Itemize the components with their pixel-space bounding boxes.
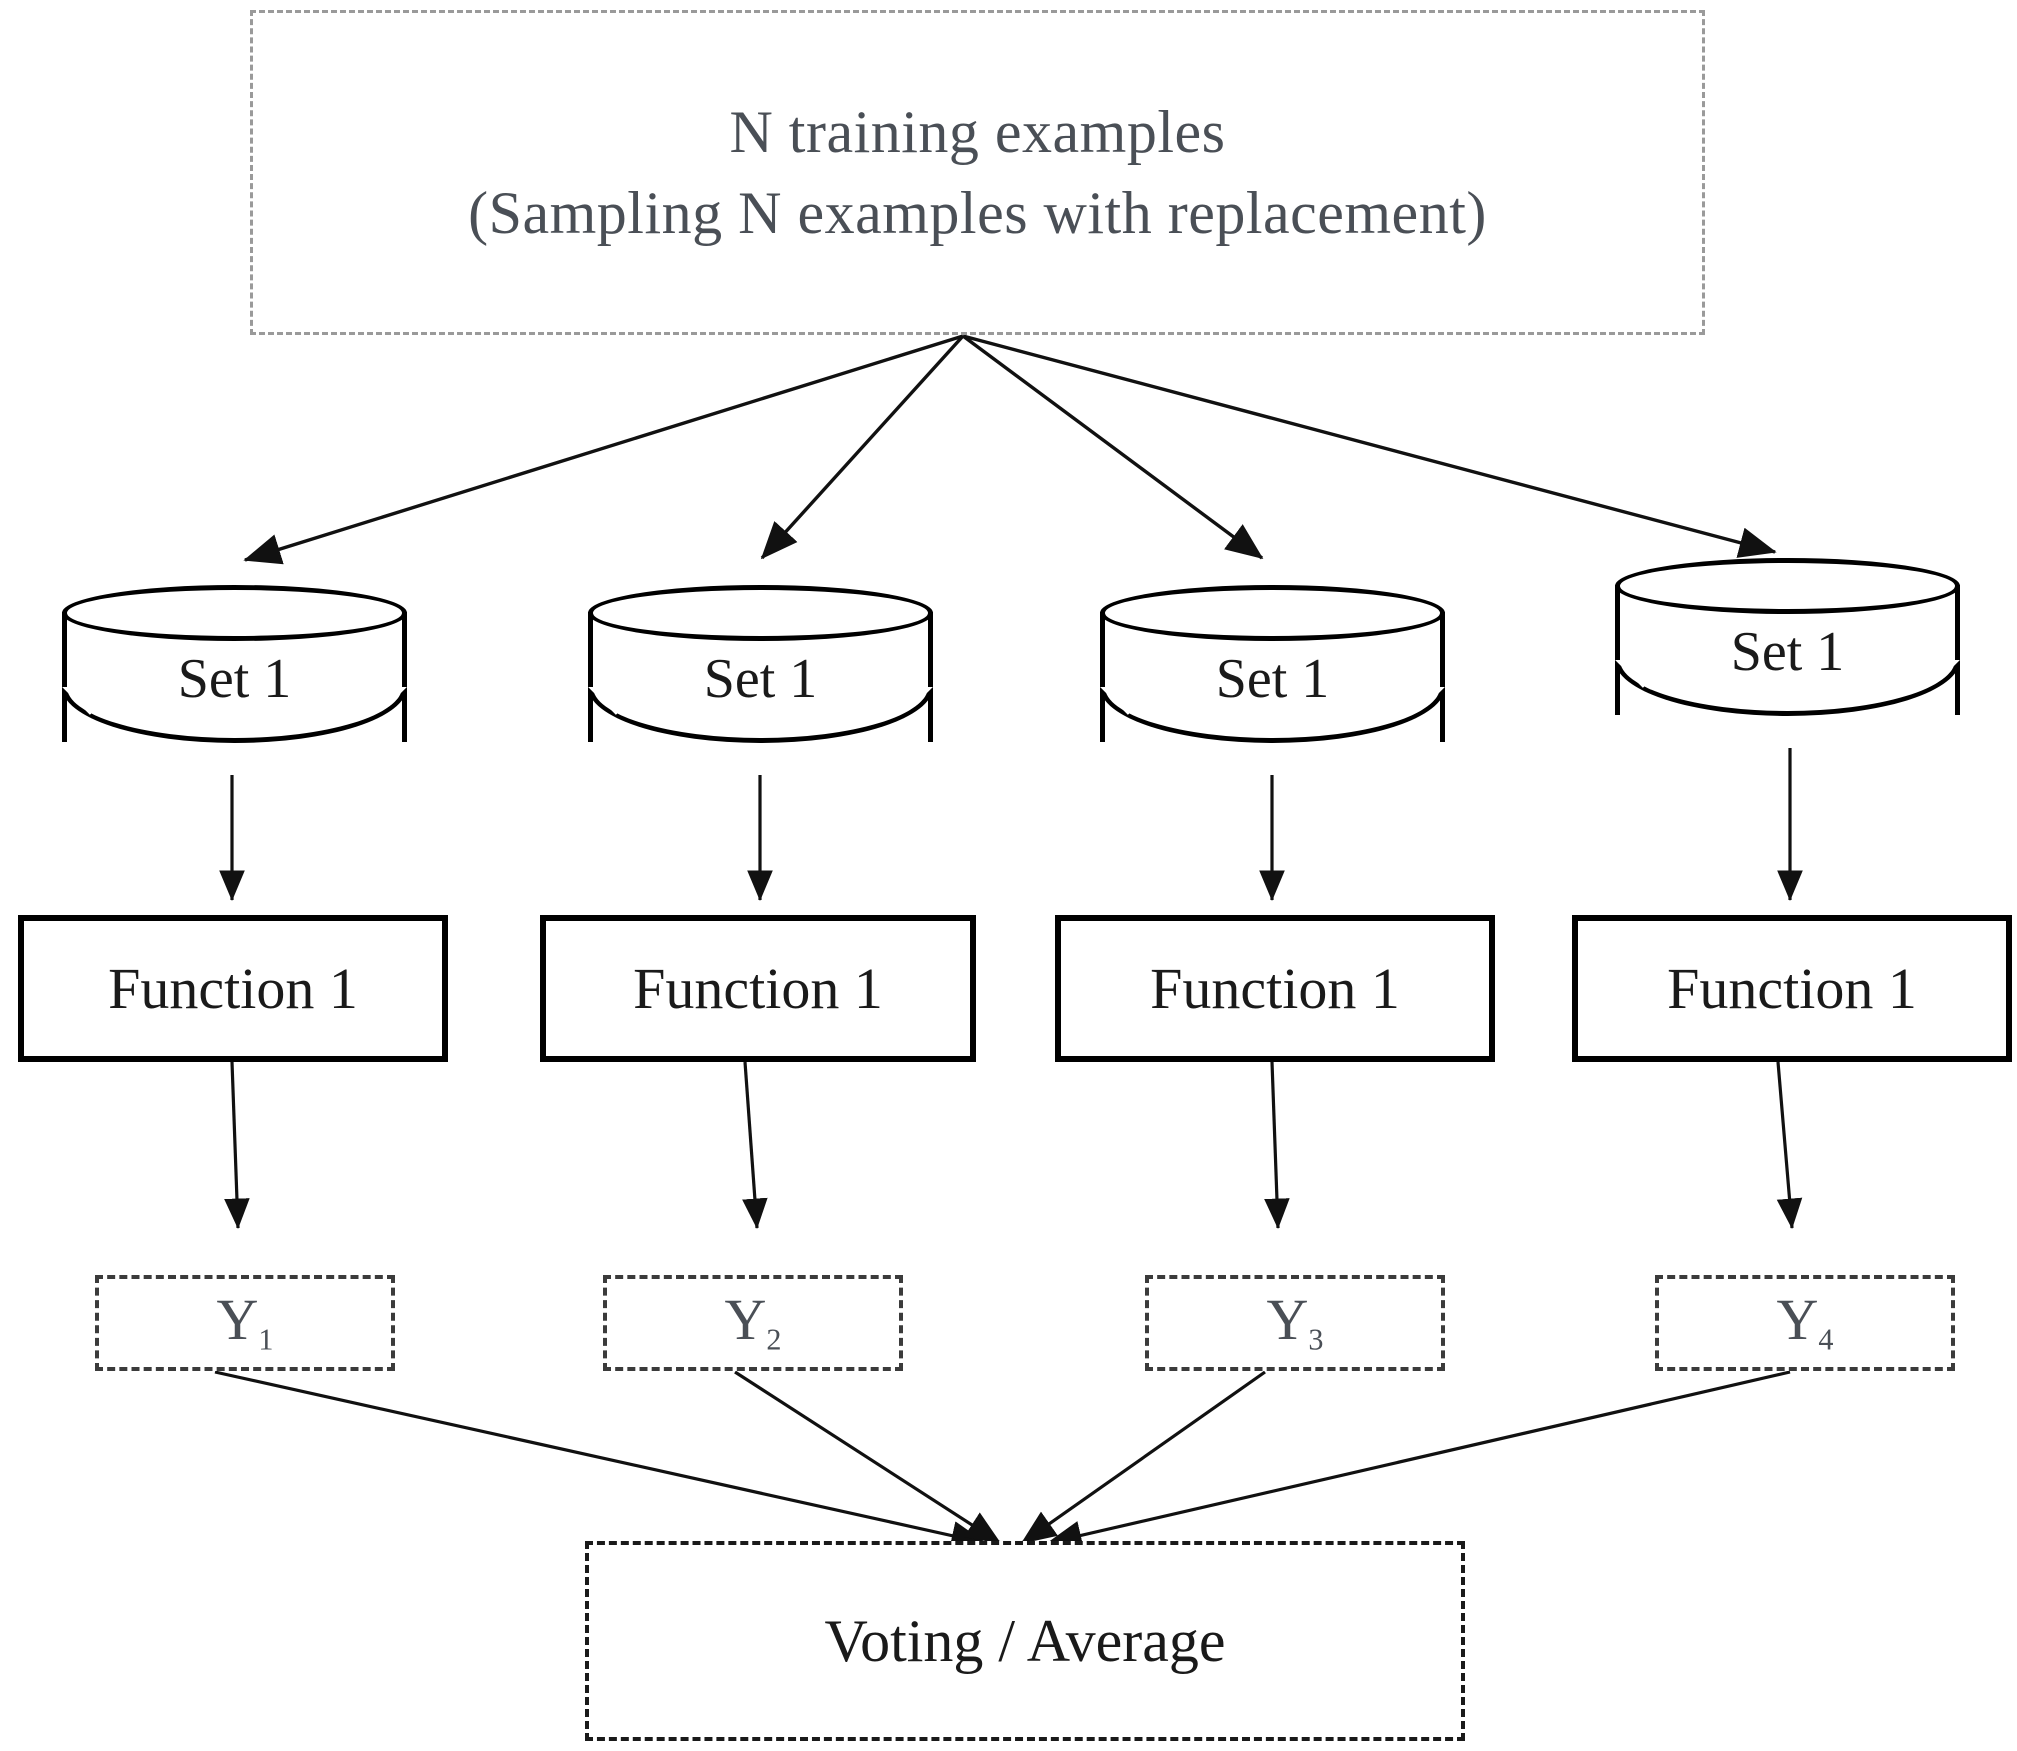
output-label-2: Y2 (724, 1287, 782, 1357)
source-title-line-1: N training examples (729, 98, 1226, 165)
edge-function-1-to-y-1 (224, 1061, 250, 1229)
dataset-cylinder-1[interactable]: Set 1 (62, 585, 407, 770)
edge-source-to-set-3 (961, 334, 1264, 560)
output-label-1: Y1 (216, 1287, 274, 1357)
function-box-2[interactable]: Function 1 (540, 915, 976, 1062)
cylinder-top-icon (1615, 558, 1960, 614)
source-title-line-2: (Sampling N examples with replacement) (468, 179, 1487, 246)
edge-function-4-to-y-4 (1776, 1061, 1803, 1229)
output-label-3: Y3 (1266, 1287, 1324, 1357)
function-box-4[interactable]: Function 1 (1572, 915, 2012, 1062)
edge-y-3-to-voting (1020, 1370, 1266, 1545)
function-label-3: Function 1 (1150, 956, 1400, 1021)
output-box-3[interactable]: Y3 (1145, 1275, 1445, 1371)
function-label-4: Function 1 (1667, 956, 1917, 1021)
function-box-3[interactable]: Function 1 (1055, 915, 1495, 1062)
dataset-cylinder-2[interactable]: Set 1 (588, 585, 933, 770)
aggregator-box[interactable]: Voting / Average (585, 1541, 1465, 1741)
dataset-label-2: Set 1 (703, 648, 818, 710)
cylinder-top-icon (1100, 585, 1445, 641)
output-box-2[interactable]: Y2 (603, 1275, 903, 1371)
edge-y-1-to-voting (214, 1370, 987, 1551)
edge-y-2-to-voting (734, 1370, 1002, 1545)
edge-function-3-to-y-3 (1264, 1061, 1290, 1229)
cylinder-top-icon (588, 585, 933, 641)
source-dataset-box[interactable]: N training examples (Sampling N examples… (250, 10, 1705, 335)
edge-function-2-to-y-2 (742, 1061, 768, 1229)
cylinder-top-icon (62, 585, 407, 641)
output-box-4[interactable]: Y4 (1655, 1275, 1955, 1371)
output-label-4: Y4 (1776, 1287, 1834, 1357)
dataset-label-4: Set 1 (1730, 621, 1845, 683)
dataset-cylinder-4[interactable]: Set 1 (1615, 558, 1960, 743)
edge-source-to-set-2 (760, 334, 965, 560)
dataset-label-1: Set 1 (177, 648, 292, 710)
edge-source-to-set-1 (243, 334, 964, 565)
function-label-1: Function 1 (108, 956, 358, 1021)
aggregator-label: Voting / Average (824, 1607, 1226, 1674)
function-label-2: Function 1 (633, 956, 883, 1021)
dataset-cylinder-3[interactable]: Set 1 (1100, 585, 1445, 770)
function-box-1[interactable]: Function 1 (18, 915, 448, 1062)
dataset-label-3: Set 1 (1215, 648, 1330, 710)
output-box-1[interactable]: Y1 (95, 1275, 395, 1371)
edge-source-to-set-4 (962, 334, 1777, 558)
edge-y-4-to-voting (1046, 1370, 1791, 1550)
